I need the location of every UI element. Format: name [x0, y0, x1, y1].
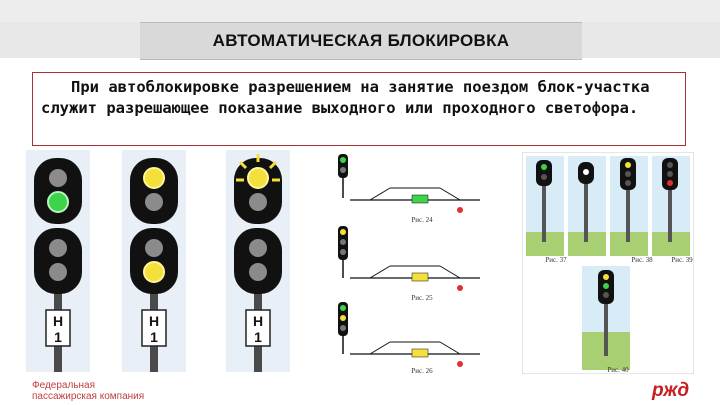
signal-1-lamp-3	[49, 239, 67, 257]
svg-text:Н: Н	[253, 313, 263, 329]
signal-3: Н 1	[226, 150, 290, 372]
signal-2-lamp-2	[145, 193, 163, 211]
header-left-shade	[0, 22, 140, 58]
company-logo-text: Федеральная пассажирская компания	[32, 380, 144, 402]
photo-4-caption: Рис. 39	[671, 256, 693, 264]
signal-2-lamp-1	[143, 167, 165, 189]
photo-3-caption: Рис. 38	[631, 256, 653, 264]
svg-text:Н: Н	[149, 313, 159, 329]
diagram-2-caption: Рис. 25	[411, 294, 433, 302]
signal-3-lamp-3	[249, 239, 267, 257]
photo-4: Рис. 39	[652, 156, 693, 264]
signal-2-lamp-4	[143, 261, 165, 283]
diagram-3: Рис. 26	[338, 302, 480, 375]
signal-3-plate	[245, 309, 271, 347]
photo-5-caption: Рис. 40	[607, 366, 629, 374]
signal-1-plate	[45, 309, 71, 347]
brand-logo: ржд	[652, 380, 690, 401]
photo-1: Рис. 37	[526, 156, 567, 264]
signal-3-lamp-2	[249, 193, 267, 211]
svg-text:1: 1	[54, 329, 62, 345]
svg-text:Н: Н	[53, 313, 63, 329]
company-line-1: Федеральная	[32, 380, 96, 391]
title-bar: АВТОМАТИЧЕСКАЯ БЛОКИРОВКА	[140, 22, 582, 60]
signal-2-lamp-3	[145, 239, 163, 257]
page-title: АВТОМАТИЧЕСКАЯ БЛОКИРОВКА	[212, 31, 510, 50]
header-right-shade	[582, 22, 720, 58]
signal-1-lamp-2	[47, 191, 69, 213]
photo-5: Рис. 40	[582, 266, 630, 374]
signal-2: Н 1	[122, 150, 186, 372]
signal-3-lamp-1	[247, 167, 269, 189]
signal-1: Н 1	[26, 150, 90, 372]
signal-2-plate	[141, 309, 167, 347]
description-box: При автоблокировке разрешением на заняти…	[32, 72, 686, 146]
signal-3-lamp-4	[249, 263, 267, 281]
diagram-1-caption: Рис. 24	[411, 216, 433, 224]
diagram-3-caption: Рис. 26	[411, 367, 433, 375]
signal-1-lamp-4	[49, 263, 67, 281]
signal-photos: Рис. 37 Рис. 38 Рис. 39 Рис. 40	[522, 152, 694, 374]
svg-text:1: 1	[150, 329, 158, 345]
photo-3: Рис. 38	[610, 156, 653, 264]
photo-2	[568, 156, 606, 256]
photo-1-caption: Рис. 37	[545, 256, 567, 264]
company-line-2: пассажирская компания	[32, 391, 145, 402]
diagram-2: Рис. 25	[338, 226, 480, 302]
svg-text:1: 1	[254, 329, 262, 345]
description-text: При автоблокировке разрешением на заняти…	[41, 78, 650, 117]
signal-1-lamp-1	[49, 169, 67, 187]
diagram-1: Рис. 24	[338, 154, 480, 224]
track-diagrams: Рис. 24 Рис. 25 Рис. 26	[330, 150, 492, 376]
